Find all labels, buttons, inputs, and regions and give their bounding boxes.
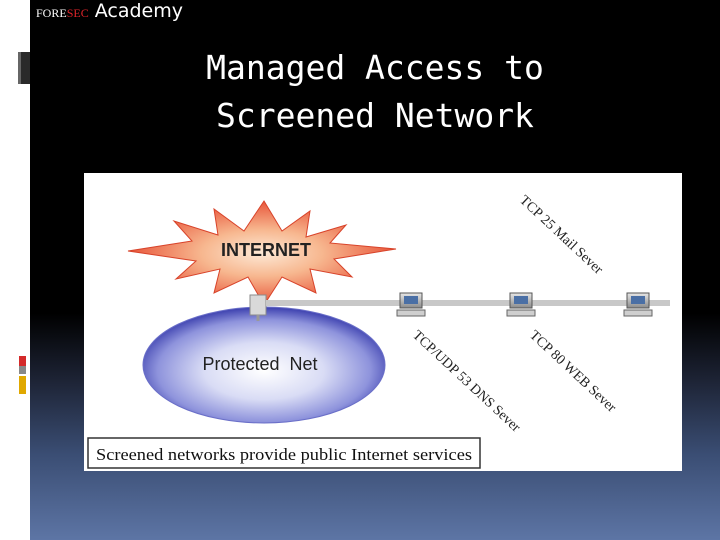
mail-server-computer: [623, 292, 653, 317]
brand-fore-text: FORE: [36, 6, 67, 20]
side-marker-red: [19, 356, 26, 366]
side-marker-yellow: [19, 376, 26, 394]
diagram-background: [84, 173, 682, 471]
title-marker: [18, 52, 30, 84]
screened-network-diagram: INTERNET Protected Net TCP 25 Mail Sever…: [84, 173, 682, 471]
title-marker-light: [18, 52, 21, 84]
title-line-1: Managed Access to: [206, 48, 544, 87]
protected-net-label: Protected Net: [202, 354, 317, 374]
left-margin-strip: [0, 0, 30, 540]
web-server-computer: [506, 292, 536, 317]
caption-box: [87, 437, 481, 469]
brand-sec-text: SEC: [66, 6, 89, 20]
caption-text: Screened networks provide public Interne…: [96, 445, 472, 464]
brand-academy-text: Academy: [94, 0, 183, 22]
brand-logo: FORE SEC Academy: [36, 0, 183, 26]
slide-title: Managed Access to Screened Network: [170, 44, 580, 140]
title-line-2: Screened Network: [216, 96, 534, 135]
screening-router: [249, 294, 267, 316]
dmz-backbone: [266, 300, 670, 306]
side-marker-gray: [19, 366, 26, 374]
dns-server-computer: [396, 292, 426, 317]
internet-label: INTERNET: [221, 240, 311, 260]
